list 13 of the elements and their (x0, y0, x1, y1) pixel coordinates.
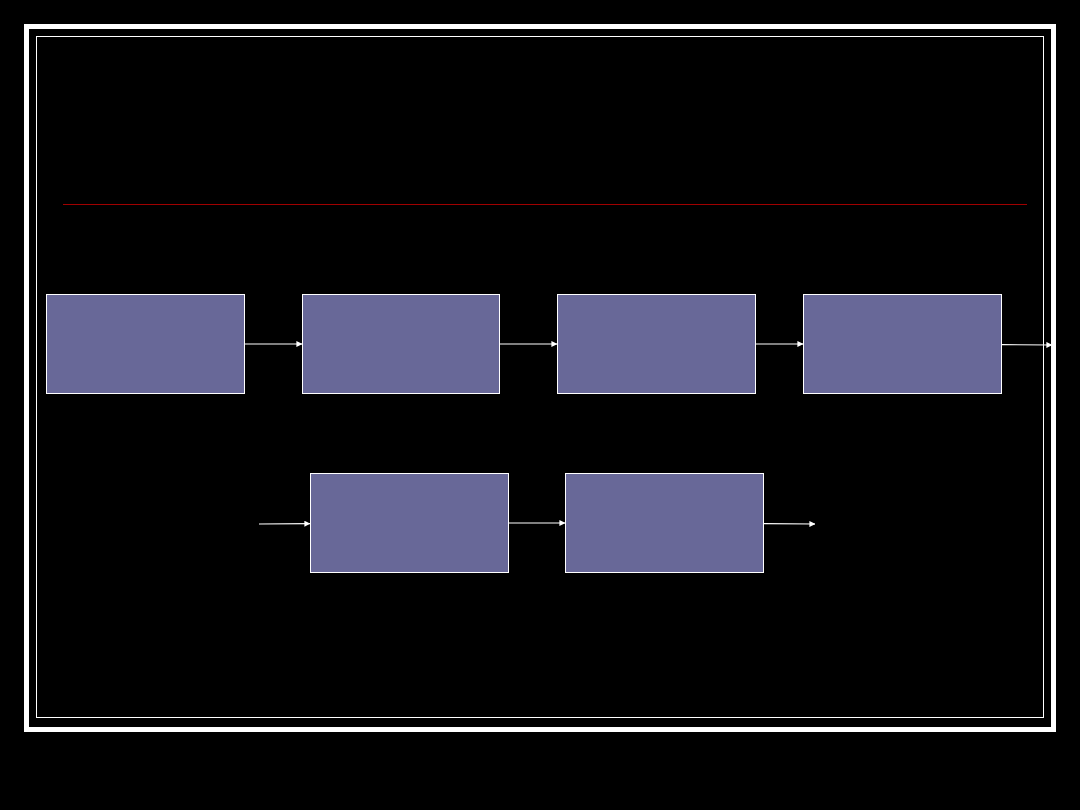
process-box (557, 294, 756, 394)
arrow (258, 520, 311, 527)
arrow (755, 341, 804, 347)
arrow (499, 341, 558, 347)
process-box (803, 294, 1002, 394)
arrow (244, 341, 303, 347)
process-box (310, 473, 509, 573)
arrow (1001, 341, 1053, 348)
process-box (565, 473, 764, 573)
arrow (763, 520, 816, 527)
arrow (508, 520, 566, 526)
process-box (46, 294, 245, 394)
process-box (302, 294, 500, 394)
